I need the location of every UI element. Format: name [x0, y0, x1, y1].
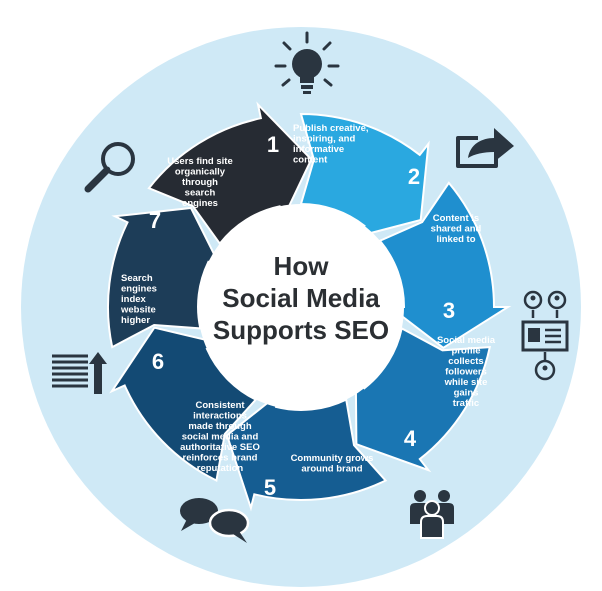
step-3-line-1: Social media [437, 335, 496, 346]
title-line-3: Supports SEO [213, 315, 389, 345]
step-1-line-2: inspiring, and [293, 134, 355, 145]
inner-white-circle [198, 204, 404, 410]
share-icon [456, 128, 514, 168]
step-3-line-6: gains [454, 388, 479, 399]
step-3-line-3: collects [448, 356, 483, 367]
step-1-line-4: content [293, 155, 328, 166]
ranking-list-icon [52, 352, 107, 394]
step-number-5: 5 [264, 475, 276, 500]
step-5-line-4: social media and [182, 432, 259, 443]
step-6-line-5: higher [121, 315, 150, 326]
community-icon [410, 490, 454, 539]
step-number-1: 1 [267, 132, 279, 157]
step-5-line-1: Consistent [195, 400, 245, 411]
step-4-line-2: around brand [301, 464, 362, 475]
step-2-line-1: Content is [433, 213, 479, 224]
step-7-line-2: organically [175, 167, 226, 178]
magnifier-icon [84, 142, 135, 193]
step-7-line-5: engines [182, 198, 218, 209]
step-3-line-4: followers [445, 367, 487, 378]
step-3-line-7: traffic [453, 398, 479, 409]
step-number-3: 3 [443, 298, 455, 323]
step-5-line-7: reputation [197, 463, 244, 474]
step-7-line-1: Users find site [167, 156, 232, 167]
step-number-7: 7 [149, 208, 161, 233]
step-1-line-1: Publish creative, [293, 123, 369, 134]
step-1-line-3: informative [293, 144, 344, 155]
center-title: How Social Media Supports SEO [213, 251, 389, 345]
lightbulb-icon [274, 31, 340, 94]
step-2-line-2: shared and [431, 224, 482, 235]
title-line-1: How [274, 251, 330, 281]
step-3-line-2: profile [451, 346, 480, 357]
step-7-line-3: through [182, 177, 218, 188]
step-6-line-2: engines [121, 284, 157, 295]
step-5-line-6: reinforces brand [183, 453, 258, 464]
step-4-line-1: Community grows [291, 453, 374, 464]
cycle-segments [106, 101, 512, 512]
chat-bubbles-icon [180, 498, 250, 543]
step-7-line-4: search [185, 188, 216, 199]
step-2-line-3: linked to [436, 234, 475, 245]
step-5-line-5: authoritative SEO [180, 442, 260, 453]
profile-network-icon [521, 290, 569, 381]
step-number-6: 6 [152, 349, 164, 374]
step-5-line-2: interactions [193, 411, 247, 422]
step-6-line-4: website [120, 305, 156, 316]
step-3-line-5: while site [444, 377, 488, 388]
step-5-line-3: made through [188, 421, 252, 432]
step-number-4: 4 [404, 426, 417, 451]
title-line-2: Social Media [222, 283, 380, 313]
step-6-line-1: Search [121, 273, 153, 284]
step-6-line-3: index [121, 294, 147, 305]
step-number-2: 2 [408, 164, 420, 189]
